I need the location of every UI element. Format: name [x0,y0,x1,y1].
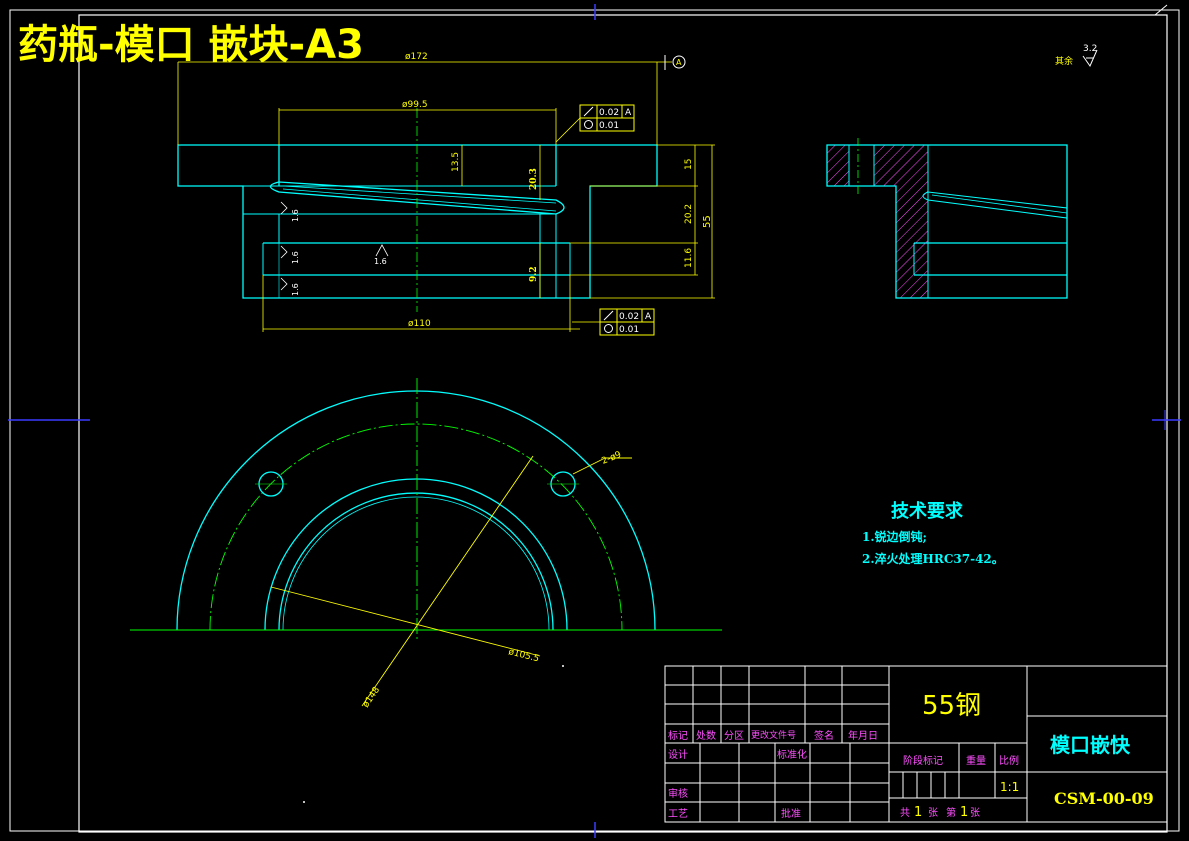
title-block [664,665,1168,823]
tol-lower-datum: A [645,312,652,322]
surface-finish-label: 其余 [1055,55,1073,67]
dim-13-5: 13.5 [451,152,461,172]
dim-holes: 2-ø9 [600,450,623,467]
roughness-symbol-icon [1082,49,1098,68]
tolerance-frame-lower [572,308,655,336]
dim-d172: ø172 [405,52,428,62]
sheet-unit: 张 [970,807,980,819]
runout-arrow-icon [583,106,594,117]
front-view [177,108,658,312]
tech-req-item: 1.锐边倒钝; [862,529,927,544]
tol-lower-roundness: 0.01 [619,325,639,335]
roughness-icon [280,277,288,291]
tech-req-item: 2.淬火处理HRC37-42。 [862,551,1004,566]
sheet-no-prefix: 第 [946,806,956,819]
runout-arrow-icon [603,310,614,321]
material: 55钢 [922,691,981,721]
dim-d105-5: ø105.5 [507,647,540,664]
dim-d148: ø148 [361,685,382,710]
header-sign: 签名 [814,729,834,742]
roughness-icon [375,244,389,257]
header-mark: 标记 [668,730,688,742]
part-name: 模口嵌快 [1050,733,1131,757]
tol-upper-runout: 0.02 [599,108,619,118]
tol-upper-roundness: 0.01 [599,121,619,131]
dim-h20-2: 20.2 [684,204,694,224]
header-count: 处数 [696,729,716,742]
tech-req-title: 技术要求 [891,500,964,522]
dim-h55: 55 [702,215,713,228]
surface-finish-general: 其余 3.2 [1055,44,1098,68]
side-view [826,138,1068,299]
roughness-value: 1.6 [291,251,300,264]
tol-lower-runout: 0.02 [619,312,639,322]
datum-a-label: A [676,58,682,67]
header-change-doc: 更改文件号 [751,729,796,741]
label-process: 工艺 [668,808,688,820]
tol-upper-datum: A [625,108,632,118]
sheets-total-prefix: 共 [900,807,910,819]
dim-d99-5: ø99.5 [402,100,428,110]
roundness-icon [584,120,593,129]
label-review: 审核 [668,787,688,800]
roughness-icon [280,245,288,259]
label-design: 设计 [668,748,688,761]
roughness-icon [280,201,288,215]
drawing-number: CSM-00-09 [1054,789,1154,808]
roughness-symbols [280,201,389,291]
tolerance-frame-upper [555,104,635,143]
sheets-unit: 张 [928,807,938,819]
top-view [130,378,722,707]
sheet-no: 1 [960,805,968,820]
label-stage-mark: 阶段标记 [903,754,943,767]
drawing-title: 药瓶-模口 嵌块-A3 [18,22,364,68]
scale-value: 1:1 [1000,780,1019,794]
roughness-value: 1.6 [374,257,387,266]
header-zone: 分区 [724,730,744,742]
label-standard: 标准化 [777,748,807,761]
roughness-value: 1.6 [291,209,300,222]
sheet-border [8,4,1181,838]
surface-finish-value: 3.2 [1083,44,1097,54]
dim-h11-6: 11.6 [684,248,694,268]
label-scale: 比例 [999,754,1019,767]
dim-h15: 15 [684,159,694,170]
dim-20-3: 20.3 [529,168,539,190]
sheets-total: 1 [914,805,922,820]
roughness-value: 1.6 [291,283,300,296]
front-view-dimensions: ø172 A ø99.5 ø110 13.5 20.3 9.2 15 20.2 … [177,52,715,332]
datum-a-circle [672,55,686,69]
roundness-icon [604,324,613,333]
label-approve: 批准 [781,807,801,820]
label-weight: 重量 [966,754,986,767]
dim-9-2: 9.2 [529,266,539,282]
dim-d110: ø110 [408,319,431,329]
header-date: 年月日 [848,729,878,742]
